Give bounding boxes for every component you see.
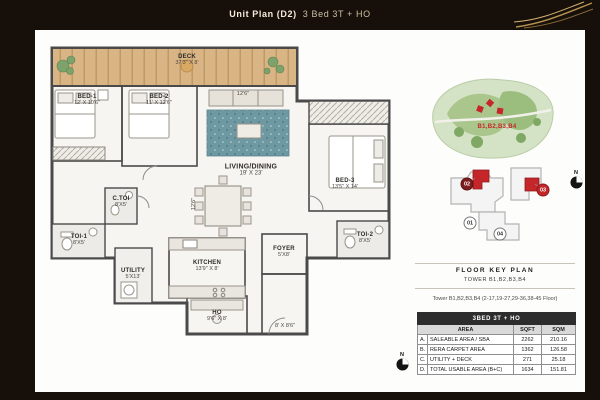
north-compass-icon: N [569, 170, 583, 194]
column-header-area: AREA [417, 324, 514, 335]
column-header-sqft: SQFT [513, 324, 542, 335]
compass-rose-icon [569, 176, 583, 189]
table-cell-sqm: 151.81 [540, 364, 577, 375]
table-cell-sqft: 271 [513, 354, 542, 365]
divider-line [415, 263, 575, 264]
compass-rose-icon [395, 358, 409, 371]
key-plan-unit-03: 03 [536, 183, 550, 197]
room-label-ctoi: C.TOI 8'X5' [112, 196, 130, 208]
north-label: N [400, 352, 404, 358]
table-cell-sqm: 126.58 [540, 344, 577, 355]
column-header-sqm: SQM [540, 324, 577, 335]
table-cell-area: SALEABLE AREA / SBA [427, 334, 514, 345]
table-cell-area: RERA CARPET AREA [427, 344, 514, 355]
room-label-toi2: TOI-2 8'X5' [356, 232, 374, 244]
unit-plan-subtitle: 3 Bed 3T + HO [302, 9, 371, 19]
table-row: C. UTILITY + DECK 271 25.18 [417, 354, 577, 365]
right-column: B1,B2,B3,B4 02 03 01 04 [405, 30, 585, 392]
room-label-bed2: BED-2 11' X 12'6" [146, 94, 172, 106]
room-label-utility: UTILITY 5'X13' [120, 268, 146, 280]
table-cell-sqm: 210.16 [540, 334, 577, 345]
unit-plan-title: Unit Plan (D2) [229, 9, 297, 19]
table-cell-sqft: 2262 [513, 334, 542, 345]
site-plan-map [432, 78, 554, 159]
table-row: D. TOTAL USABLE AREA (B+C) 1634 151.81 [417, 364, 577, 375]
north-compass-icon: N [395, 352, 409, 376]
room-label-kitchen: KITCHEN 13'9" X 8' [192, 260, 222, 272]
table-cell-sn: D. [417, 364, 428, 375]
room-label-living-dining: LIVING/DINING 19' X 23' [224, 163, 278, 177]
area-table-title: 3BED 3T + HO [416, 312, 577, 325]
table-cell-area: TOTAL USABLE AREA (B+C) [427, 364, 514, 375]
floor-plan-drawing [50, 46, 391, 336]
room-label-bed1: BED-1 12' X 10'6" [73, 94, 101, 106]
area-table-header-row: AREA SQFT SQM [417, 324, 577, 335]
table-cell-sn: C. [417, 354, 428, 365]
key-plan-unit-04: 04 [493, 227, 507, 241]
area-table-title-row: 3BED 3T + HO [416, 312, 577, 325]
table-row: A. SALEABLE AREA / SBA 2262 210.16 [417, 334, 577, 345]
floor-key-plan-title: FLOOR KEY PLAN [455, 267, 535, 274]
content-panel: DECK 37'3" X 8' BED-1 12' X 10'6" BED-2 … [35, 30, 585, 392]
table-row: B. RERA CARPET AREA 1362 126.58 [417, 344, 577, 355]
key-plan-unit-02: 02 [460, 177, 474, 191]
table-cell-sqft: 1634 [513, 364, 542, 375]
floor-key-plan-subtitle: TOWER B1,B2,B3,B4 [464, 277, 526, 283]
key-plan-diagram [450, 167, 544, 241]
north-label: N [574, 170, 578, 176]
room-label-ho: HO 9'6" X 8' [207, 310, 227, 322]
table-cell-sqm: 25.18 [540, 354, 577, 365]
site-plan-highlight-label: B1,B2,B3,B4 [477, 124, 517, 130]
key-plan-unit-01: 01 [463, 216, 477, 230]
dim-label-top: 12'6" [236, 91, 250, 97]
floor-plan: DECK 37'3" X 8' BED-1 12' X 10'6" BED-2 … [37, 36, 397, 351]
room-label-bed3: BED-3 13'5" X 14' [331, 178, 359, 190]
header-bar: Unit Plan (D2) 3 Bed 3T + HO [0, 0, 600, 30]
dim-label-entry: 8' X 8'6" [275, 323, 295, 329]
room-label-toi1: TOI-1 8'X5' [70, 234, 88, 246]
gold-swirl-icon [514, 1, 594, 29]
table-cell-sn: B. [417, 344, 428, 355]
divider-line [415, 288, 575, 289]
table-cell-sn: A. [417, 334, 428, 345]
room-label-deck: DECK 37'3" X 8' [175, 54, 199, 66]
room-label-foyer: FOYER 5'X8' [273, 246, 295, 258]
floor-key-plan-note: Tower B1,B2,B3,B4 (2-17,19-27,29-36,38-4… [432, 296, 558, 302]
dim-label-mid: 12'6" [191, 197, 197, 211]
area-table: 3BED 3T + HO AREA SQFT SQM A. SALEABLE A… [416, 312, 577, 375]
table-cell-area: UTILITY + DECK [427, 354, 514, 365]
table-cell-sqft: 1362 [513, 344, 542, 355]
page-title: Unit Plan (D2) 3 Bed 3T + HO [0, 9, 600, 19]
